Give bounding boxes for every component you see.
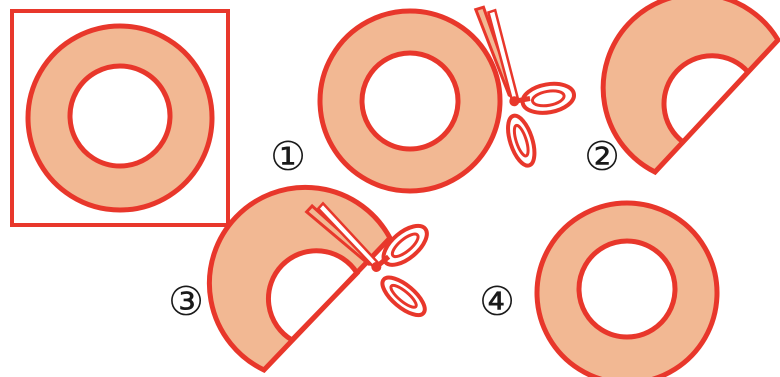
half-ring-step3 (209, 187, 390, 370)
ring-in-frame (28, 26, 212, 210)
step-2-label: ② (577, 137, 627, 177)
half-ring-step2 (603, 0, 778, 172)
step-1-label: ① (263, 137, 313, 177)
step1-ring (320, 11, 500, 191)
step-4-label: ④ (472, 282, 522, 322)
framed-ring (12, 11, 228, 225)
step-3-label: ③ (161, 282, 211, 322)
ring-step1 (320, 11, 500, 191)
ring-step4 (537, 203, 717, 377)
